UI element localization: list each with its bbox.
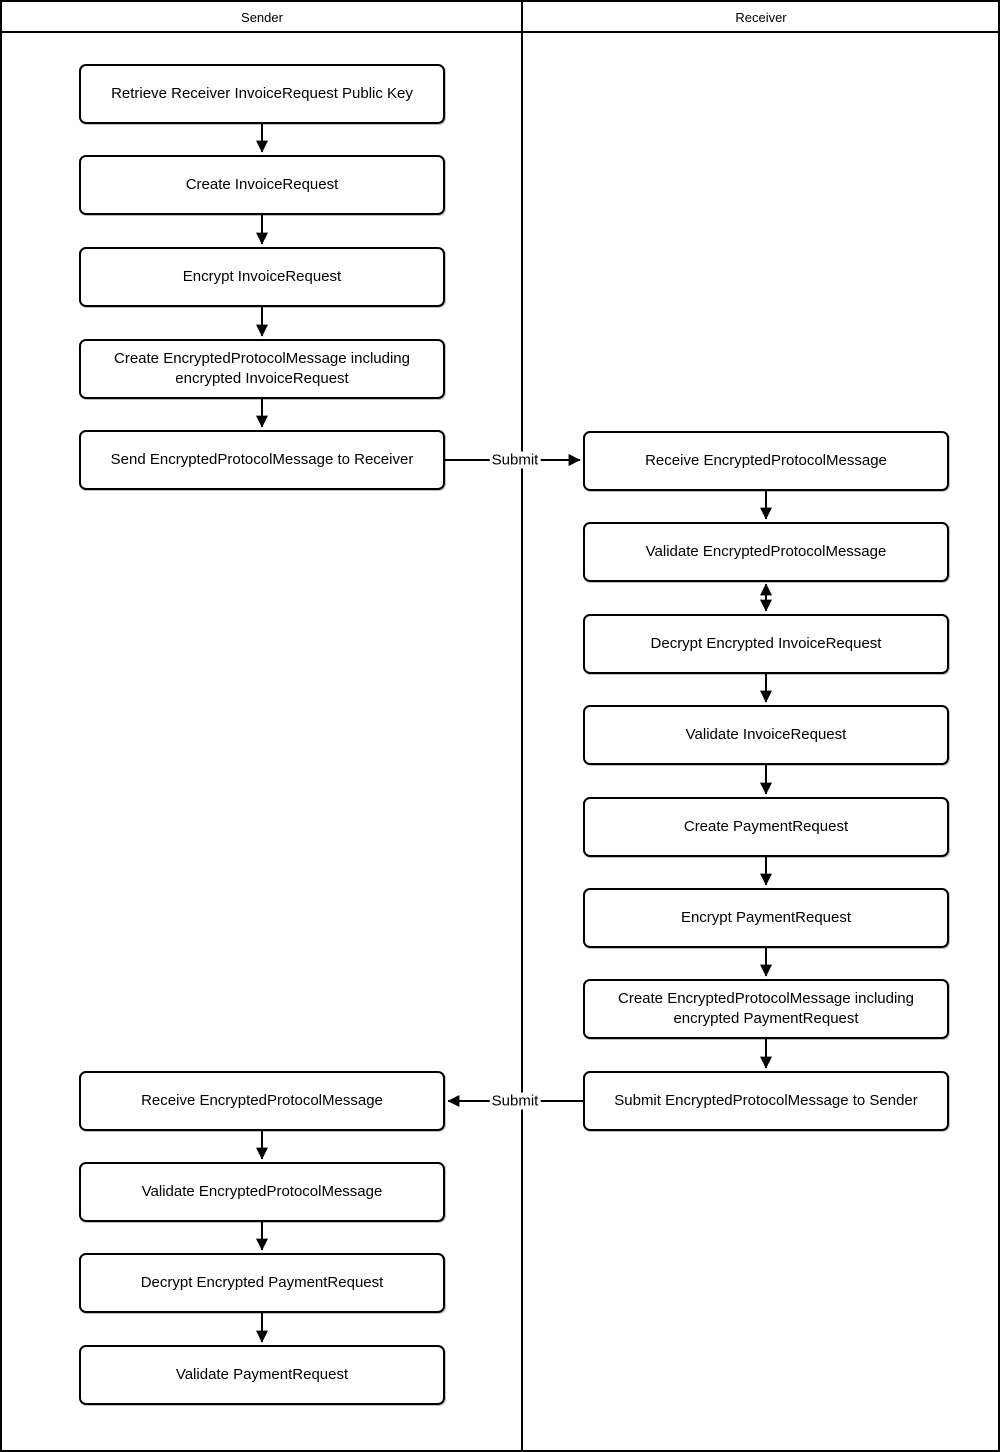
node-send-encryptedprotocolmessage-to-receiver: Send EncryptedProtocolMessage to Receive… xyxy=(79,430,445,490)
lane-header-sender: Sender xyxy=(241,9,283,25)
lane-header-receiver: Receiver xyxy=(735,9,787,25)
node-encrypt-invoicerequest: Encrypt InvoiceRequest xyxy=(79,247,445,307)
edge-label-submit-to-sender: Submit xyxy=(489,1092,541,1110)
node-retrieve-receiver-public-key: Retrieve Receiver InvoiceRequest Public … xyxy=(79,64,445,124)
node-create-encryptedprotocolmessage-paymentrequest: Create EncryptedProtocolMessage includin… xyxy=(583,979,949,1039)
node-receiver-receive-encryptedprotocolmessage: Receive EncryptedProtocolMessage xyxy=(583,431,949,491)
node-submit-encryptedprotocolmessage-to-sender: Submit EncryptedProtocolMessage to Sende… xyxy=(583,1071,949,1131)
node-receiver-validate-encryptedprotocolmessage: Validate EncryptedProtocolMessage xyxy=(583,522,949,582)
node-decrypt-encrypted-paymentrequest: Decrypt Encrypted PaymentRequest xyxy=(79,1253,445,1313)
edge-label-submit-to-receiver: Submit xyxy=(489,451,541,469)
node-create-paymentrequest: Create PaymentRequest xyxy=(583,797,949,857)
node-encrypt-paymentrequest: Encrypt PaymentRequest xyxy=(583,888,949,948)
node-validate-invoicerequest: Validate InvoiceRequest xyxy=(583,705,949,765)
node-sender-validate-encryptedprotocolmessage: Validate EncryptedProtocolMessage xyxy=(79,1162,445,1222)
node-create-invoicerequest: Create InvoiceRequest xyxy=(79,155,445,215)
node-create-encryptedprotocolmessage-invoicerequest: Create EncryptedProtocolMessage includin… xyxy=(79,339,445,399)
node-decrypt-encrypted-invoicerequest: Decrypt Encrypted InvoiceRequest xyxy=(583,614,949,674)
node-validate-paymentrequest: Validate PaymentRequest xyxy=(79,1345,445,1405)
node-sender-receive-encryptedprotocolmessage: Receive EncryptedProtocolMessage xyxy=(79,1071,445,1131)
